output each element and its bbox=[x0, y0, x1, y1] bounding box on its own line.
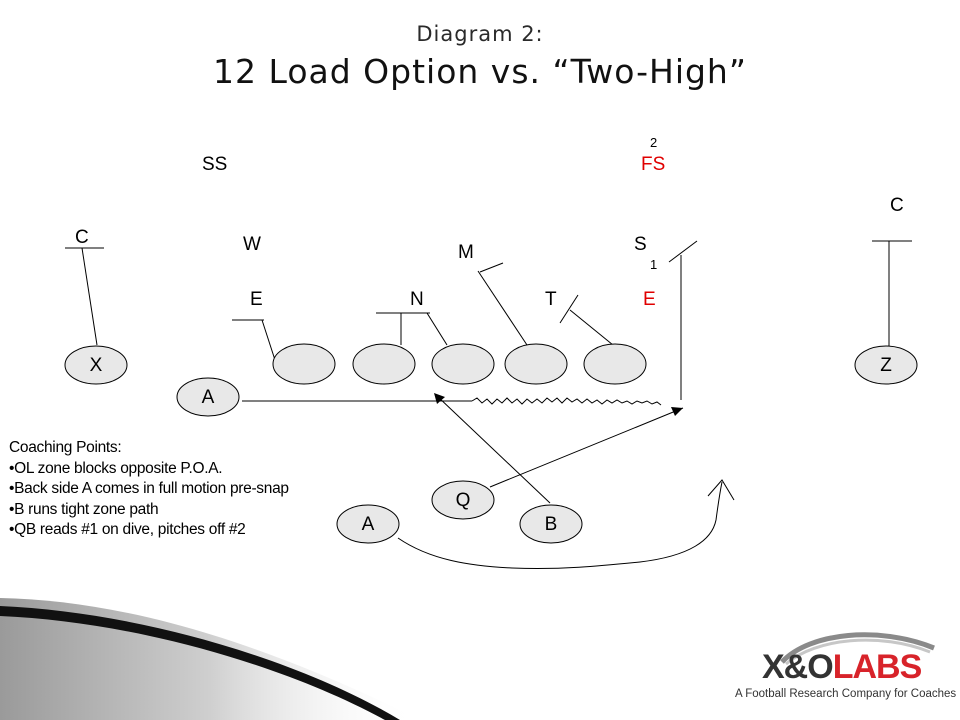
ol-right-guard bbox=[504, 343, 568, 385]
coaching-point-item: •B runs tight zone path bbox=[9, 500, 159, 518]
e-right-label: E bbox=[643, 289, 656, 310]
c-right-label: C bbox=[890, 195, 904, 216]
b-oval bbox=[519, 504, 583, 544]
coaching-point-item: •Back side A comes in full motion pre-sn… bbox=[9, 480, 289, 497]
ol-left-guard bbox=[352, 343, 416, 385]
c-left-route bbox=[81, 247, 98, 346]
a-pitch-path bbox=[397, 481, 723, 570]
coaching-point-item: •OL zone blocks opposite P.O.A. bbox=[9, 459, 223, 477]
n-label: N bbox=[410, 289, 424, 310]
b-arrowhead bbox=[434, 393, 445, 404]
z-label: Z bbox=[880, 355, 892, 376]
diagram-number: Diagram 2: bbox=[416, 22, 544, 46]
a-motion-label: A bbox=[201, 387, 215, 408]
x-label: X bbox=[89, 355, 103, 376]
b-label: B bbox=[544, 514, 558, 535]
a-motion-wiggle bbox=[471, 397, 662, 406]
ol-center bbox=[431, 343, 495, 385]
e-left-label: E bbox=[250, 289, 263, 310]
s-label: S bbox=[634, 234, 647, 255]
diagram-title: 12 Load Option vs. “Two-High” bbox=[213, 52, 747, 91]
t-label: T bbox=[545, 289, 557, 310]
logo-swoosh bbox=[780, 632, 935, 666]
n-block-2 bbox=[426, 312, 448, 346]
logo-wordmark: X&OLABS bbox=[762, 648, 923, 687]
s-number: 1 bbox=[650, 257, 658, 272]
coaching-points: Coaching Points: •OL zone blocks opposit… bbox=[9, 438, 289, 541]
corner-swoosh-black bbox=[0, 606, 400, 720]
ss-label: SS bbox=[202, 154, 228, 175]
coaching-points-heading: Coaching Points: bbox=[9, 439, 122, 456]
te-stem bbox=[668, 240, 698, 263]
corner-swoosh-gray bbox=[0, 598, 420, 720]
c-left-label: C bbox=[75, 227, 89, 248]
t-block bbox=[569, 309, 614, 346]
b-zone-path bbox=[435, 394, 551, 504]
e-left-block bbox=[261, 319, 276, 361]
fs-number: 2 bbox=[650, 135, 658, 150]
qb-path bbox=[489, 407, 684, 488]
q-oval bbox=[431, 480, 495, 520]
fs-label: FS bbox=[641, 154, 666, 175]
a-pitch-label: A bbox=[361, 514, 375, 535]
logo-tagline: A Football Research Company for Coaches bbox=[735, 688, 957, 700]
logo-labs: LABS bbox=[832, 648, 923, 686]
coaching-point-item: •QB reads #1 on dive, pitches off #2 bbox=[9, 521, 246, 538]
w-label: W bbox=[243, 234, 261, 255]
ol-left-tackle bbox=[272, 343, 336, 385]
xo-labs-logo: X&OLABS A Football Research Company for … bbox=[730, 628, 958, 716]
logo-xo: X&O bbox=[762, 648, 834, 686]
x-receiver-oval bbox=[64, 345, 128, 385]
a-motion-oval bbox=[176, 377, 240, 417]
z-receiver-oval bbox=[854, 345, 918, 385]
ol-right-tackle bbox=[583, 343, 647, 385]
t-stem bbox=[559, 294, 579, 324]
m-stem bbox=[479, 262, 504, 273]
a-pitch-arrowhead bbox=[707, 479, 735, 501]
m-block bbox=[477, 270, 528, 346]
q-label: Q bbox=[455, 490, 471, 511]
qb-arrowhead bbox=[671, 407, 683, 416]
a-pitch-oval bbox=[336, 504, 400, 544]
m-label: M bbox=[458, 242, 474, 263]
